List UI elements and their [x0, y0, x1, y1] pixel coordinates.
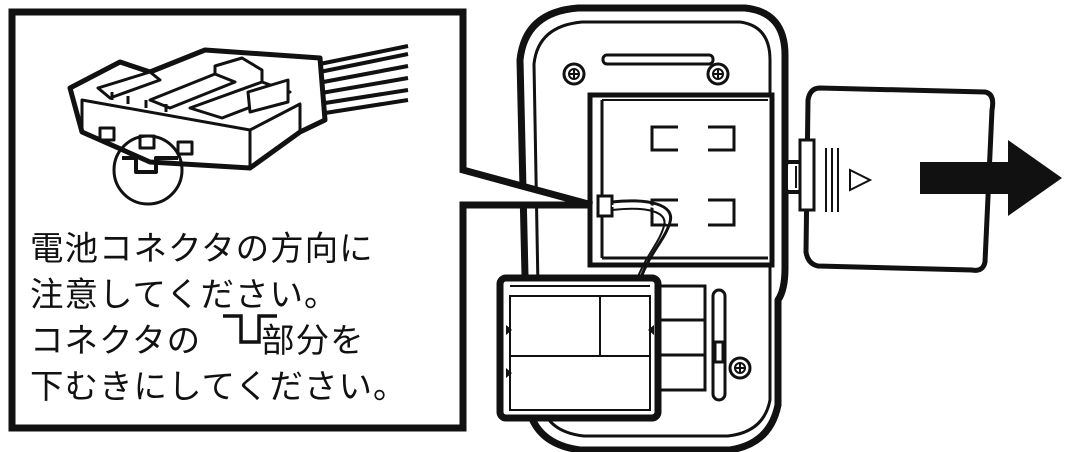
connector-tab-slot: [201, 326, 261, 354]
instruction-line-4: 下むきにしてください。: [30, 367, 408, 406]
instruction-line-2: 注意してください。: [30, 275, 339, 314]
screw-icon: [706, 62, 730, 86]
triangle-marker-icon: [849, 168, 873, 192]
instruction-text: 電池コネクタの方向に 注意してください。 コネクタの 部分を 下むきにしてください…: [30, 226, 450, 410]
screw-icon: [562, 62, 586, 86]
connector-tab-symbol-icon: [223, 314, 277, 344]
device-lower-detail: [660, 284, 727, 402]
instruction-line-3-start: コネクタの: [30, 321, 202, 360]
battery-compartment: [587, 92, 775, 268]
instruction-line-3: コネクタの 部分を: [30, 318, 450, 364]
arrow-right-icon: [920, 140, 1062, 216]
screw-icon: [728, 356, 752, 380]
device-slot: [601, 53, 715, 66]
battery-cover: [784, 85, 996, 273]
battery-pack: [496, 274, 662, 422]
instruction-line-3-end: 部分を: [261, 321, 365, 360]
instruction-line-1: 電池コネクタの方向に: [30, 229, 374, 268]
connector-closeup: [67, 44, 409, 206]
battery-connector: [596, 194, 673, 283]
